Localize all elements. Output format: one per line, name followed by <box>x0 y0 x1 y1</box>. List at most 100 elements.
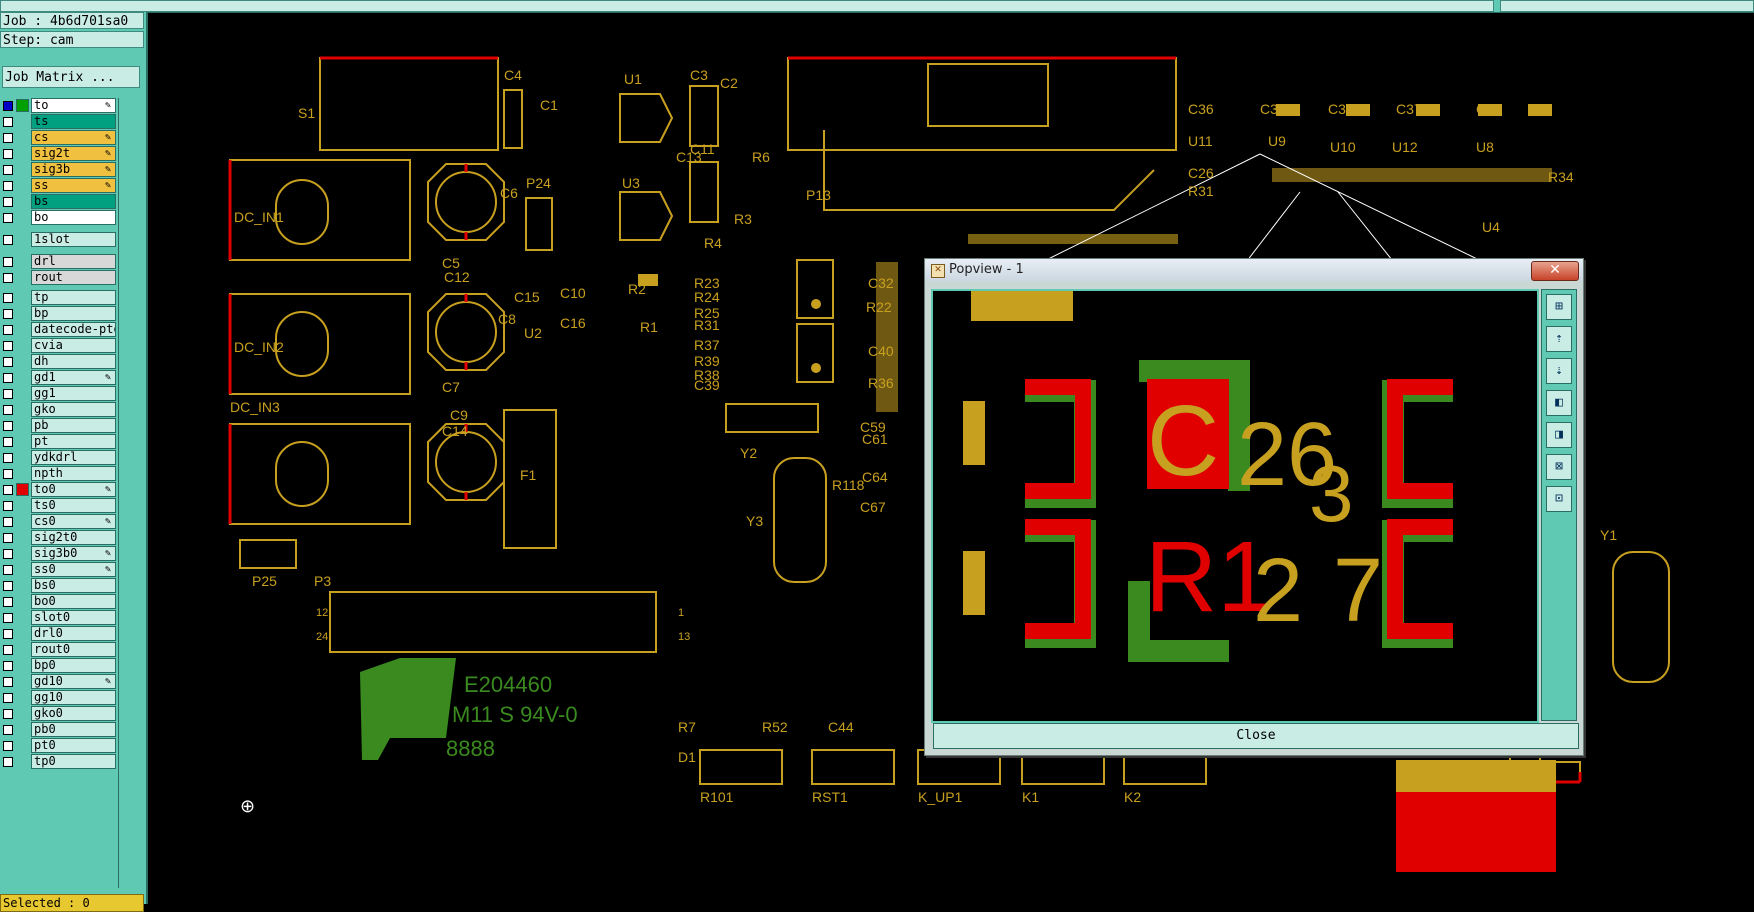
layer-name[interactable]: ts <box>31 114 116 129</box>
layer-row-pb0[interactable]: pb0 <box>0 722 118 737</box>
layer-row-tp[interactable]: tp <box>0 290 118 305</box>
zoom-out-icon[interactable]: ⇣ <box>1546 358 1572 384</box>
layer-checkbox[interactable] <box>3 629 13 639</box>
layer-checkbox[interactable] <box>3 581 13 591</box>
layer-row-gd1[interactable]: gd1✎ <box>0 370 118 385</box>
layer-row-dh[interactable]: dh <box>0 354 118 369</box>
layer-checkbox[interactable] <box>3 421 13 431</box>
layer-row-slot0[interactable]: slot0 <box>0 610 118 625</box>
layer-row-pt[interactable]: pt <box>0 434 118 449</box>
layer-row-bp0[interactable]: bp0 <box>0 658 118 673</box>
layer-name[interactable]: rout0 <box>31 642 116 657</box>
layer-row-gg1[interactable]: gg1 <box>0 386 118 401</box>
layer-row-gd10[interactable]: gd10✎ <box>0 674 118 689</box>
layer-checkbox[interactable] <box>3 693 13 703</box>
layer-row-ydkdrl[interactable]: ydkdrl <box>0 450 118 465</box>
layer-name[interactable]: tp <box>31 290 116 305</box>
layer-name[interactable]: bo <box>31 210 116 225</box>
layer-name[interactable]: cs✎ <box>31 130 116 145</box>
layer-checkbox[interactable] <box>3 181 13 191</box>
layer-row-gko[interactable]: gko <box>0 402 118 417</box>
layer-row-cvia[interactable]: cvia <box>0 338 118 353</box>
layer-checkbox[interactable] <box>3 533 13 543</box>
layer-name[interactable]: drl0 <box>31 626 116 641</box>
layer-name[interactable]: dh <box>31 354 116 369</box>
layer-name[interactable]: cs0✎ <box>31 514 116 529</box>
layer-checkbox[interactable] <box>3 273 13 283</box>
layer-name[interactable]: gko0 <box>31 706 116 721</box>
layer-checkbox[interactable] <box>3 709 13 719</box>
layer-row-gg10[interactable]: gg10 <box>0 690 118 705</box>
layer-row-ss[interactable]: ss✎ <box>0 178 118 193</box>
layer-name[interactable]: bo0 <box>31 594 116 609</box>
layer-name[interactable]: gg1 <box>31 386 116 401</box>
layer-row-bo0[interactable]: bo0 <box>0 594 118 609</box>
popview-titlebar[interactable]: ✕ Popview - 1 ✕ <box>925 259 1583 281</box>
layer-checkbox[interactable] <box>3 677 13 687</box>
layer-checkbox[interactable] <box>3 485 13 495</box>
pan-right-icon[interactable]: ◨ <box>1546 422 1572 448</box>
layer-name[interactable]: rout <box>31 270 116 285</box>
layer-checkbox[interactable] <box>3 405 13 415</box>
layer-row-drl0[interactable]: drl0 <box>0 626 118 641</box>
layer-name[interactable]: tp0 <box>31 754 116 769</box>
layer-row-1slot[interactable]: 1slot <box>0 232 118 247</box>
layer-row-pb[interactable]: pb <box>0 418 118 433</box>
zoom-area-icon[interactable]: ⊡ <box>1546 486 1572 512</box>
layer-checkbox[interactable] <box>3 661 13 671</box>
layer-name[interactable]: pb <box>31 418 116 433</box>
layer-checkbox[interactable] <box>3 257 13 267</box>
layer-row-to0[interactable]: to0✎ <box>0 482 118 497</box>
layer-checkbox[interactable] <box>3 549 13 559</box>
layer-row-bs[interactable]: bs <box>0 194 118 209</box>
layer-name[interactable]: npth <box>31 466 116 481</box>
layer-checkbox[interactable] <box>3 597 13 607</box>
layer-checkbox[interactable] <box>3 437 13 447</box>
layer-row-tp0[interactable]: tp0 <box>0 754 118 769</box>
layer-checkbox[interactable] <box>3 165 13 175</box>
layer-name[interactable]: sig2t0 <box>31 530 116 545</box>
layer-checkbox[interactable] <box>3 213 13 223</box>
layer-name[interactable]: 1slot <box>31 232 116 247</box>
layer-checkbox[interactable] <box>3 357 13 367</box>
layer-list-scrollbar[interactable] <box>118 98 145 888</box>
layer-name[interactable]: bs0 <box>31 578 116 593</box>
layer-row-gko0[interactable]: gko0 <box>0 706 118 721</box>
layer-name[interactable]: to✎ <box>31 98 116 113</box>
layer-checkbox[interactable] <box>3 293 13 303</box>
layer-name[interactable]: datecode-pto <box>31 322 116 337</box>
zoom-in-icon[interactable]: ⊞ <box>1546 294 1572 320</box>
layer-checkbox[interactable] <box>3 373 13 383</box>
layer-checkbox[interactable] <box>3 235 13 245</box>
layer-checkbox[interactable] <box>3 133 13 143</box>
layer-row-bo[interactable]: bo <box>0 210 118 225</box>
layer-checkbox[interactable] <box>3 725 13 735</box>
popview-close-x-button[interactable]: ✕ <box>1531 261 1579 281</box>
layer-row-ts[interactable]: ts <box>0 114 118 129</box>
layer-name[interactable]: pt0 <box>31 738 116 753</box>
layer-name[interactable]: sig3b0✎ <box>31 546 116 561</box>
zoom-fit-icon[interactable]: ⇡ <box>1546 326 1572 352</box>
layer-checkbox[interactable] <box>3 469 13 479</box>
layer-row-to[interactable]: to✎ <box>0 98 118 113</box>
layer-name[interactable]: bp <box>31 306 116 321</box>
layer-checkbox[interactable] <box>3 325 13 335</box>
layer-name[interactable]: pb0 <box>31 722 116 737</box>
layer-checkbox[interactable] <box>3 517 13 527</box>
layer-color-swatch[interactable] <box>16 483 29 496</box>
layer-name[interactable]: gko <box>31 402 116 417</box>
layer-name[interactable]: ts0 <box>31 498 116 513</box>
layer-row-sig2t0[interactable]: sig2t0 <box>0 530 118 545</box>
layer-name[interactable]: pt <box>31 434 116 449</box>
layer-checkbox[interactable] <box>3 309 13 319</box>
popview-close-button[interactable]: Close <box>933 723 1579 749</box>
layer-name[interactable]: slot0 <box>31 610 116 625</box>
layer-name[interactable]: ss✎ <box>31 178 116 193</box>
layer-row-ts0[interactable]: ts0 <box>0 498 118 513</box>
layer-name[interactable]: gd1✎ <box>31 370 116 385</box>
layer-row-sig3b0[interactable]: sig3b0✎ <box>0 546 118 561</box>
layer-checkbox[interactable] <box>3 741 13 751</box>
layer-checkbox[interactable] <box>3 565 13 575</box>
job-matrix-button[interactable]: Job Matrix ... <box>2 66 140 88</box>
